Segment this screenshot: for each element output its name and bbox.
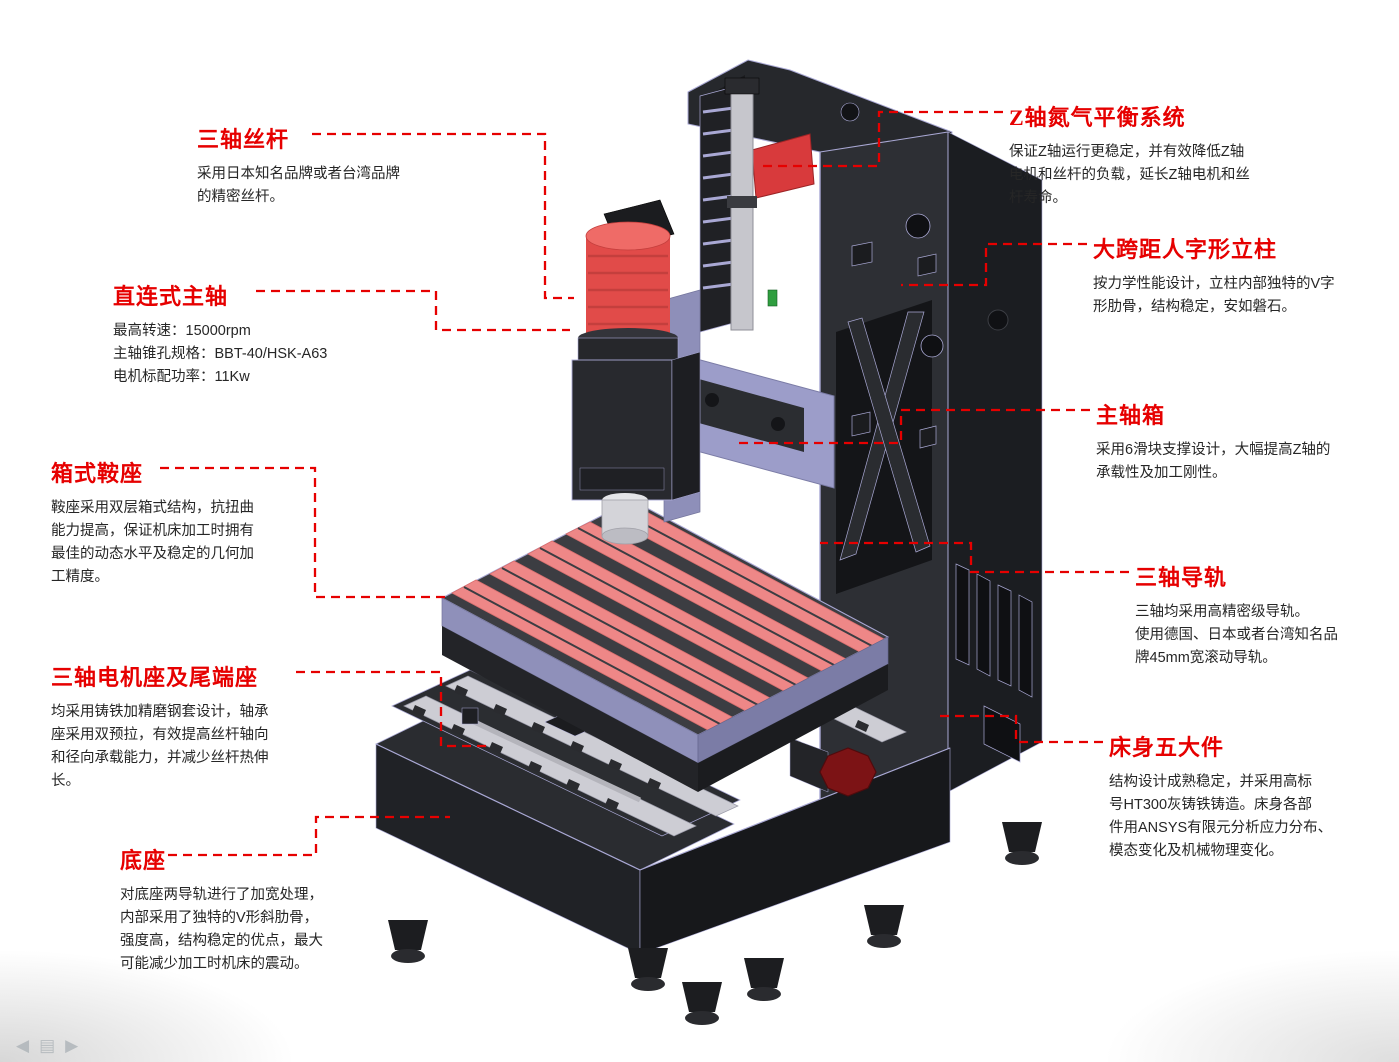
callout-body: 保证Z轴运行更稳定，并有效降低Z轴 电机和丝杆的负载，延长Z轴电机和丝 杆寿命。 — [1009, 144, 1250, 206]
machine-illustration — [375, 59, 1043, 1025]
callout-body: 鞍座采用双层箱式结构，抗扭曲 能力提高，保证机床加工时拥有 最佳的动态水平及稳定… — [51, 500, 254, 585]
leader-guideways — [820, 541, 1129, 574]
callout-gantry-column: 大跨距人字形立柱 按力学性能设计，立柱内部独特的V字 形肋骨，结构稳定，安如磐石… — [1093, 232, 1335, 319]
callout-spindle-box: 主轴箱 采用6滑块支撑设计，大幅提高Z轴的 承载性及加工刚性。 — [1096, 398, 1330, 485]
nav-prev-icon[interactable]: ◀ — [16, 1036, 30, 1055]
callout-title: 三轴导轨 — [1135, 565, 1228, 590]
leader-motor-seat — [296, 670, 486, 748]
callout-z-balance: Z轴氮气平衡系统 保证Z轴运行更稳定，并有效降低Z轴 电机和丝杆的负载，延长Z轴… — [1009, 100, 1250, 210]
corner-toolbar: ◀ ▤ ▶ — [16, 1036, 78, 1056]
callout-body: 按力学性能设计，立柱内部独特的V字 形肋骨，结构稳定，安如磐石。 — [1093, 276, 1335, 315]
spindle-nose — [601, 493, 649, 545]
callout-body: 最高转速：15000rpm 主轴锥孔规格：BBT-40/HSK-A63 电机标配… — [113, 323, 328, 385]
callout-bed-five-parts: 床身五大件 结构设计成熟稳定，并采用高标 号HT300灰铸铁铸造。床身各部 件用… — [1109, 730, 1332, 863]
callout-body: 均采用铸铁加精磨钢套设计，轴承 座采用双预拉，有效提高丝杆轴向 和径向承载能力，… — [51, 704, 269, 789]
callout-body: 采用6滑块支撑设计，大幅提高Z轴的 承载性及加工刚性。 — [1096, 442, 1331, 481]
spindle-head — [571, 199, 701, 545]
leader-direct-spindle — [256, 289, 570, 332]
callout-direct-spindle: 直连式主轴 最高转速：15000rpm 主轴锥孔规格：BBT-40/HSK-A6… — [113, 279, 327, 389]
callout-title: 三轴丝杆 — [197, 127, 290, 152]
callout-title: 三轴电机座及尾端座 — [51, 665, 259, 690]
callout-body: 三轴均采用高精密级导轨。 使用德国、日本或者台湾知名品 牌45mm宽滚动导轨。 — [1135, 604, 1338, 666]
leader-ballscrew — [312, 132, 574, 300]
leader-base — [168, 815, 450, 857]
machine-column-right-face — [947, 131, 1043, 793]
callout-title: 直连式主轴 — [113, 284, 229, 309]
z-axis-tower — [699, 77, 778, 333]
z-limit-sensor — [767, 289, 778, 307]
callout-body: 采用日本知名品牌或者台湾品牌 的精密丝杆。 — [197, 166, 400, 205]
leader-bed-five-parts — [934, 714, 1103, 744]
callout-body: 对底座两导轨进行了加宽处理， 内部采用了独特的V形斜肋骨， 强度高，结构稳定的优… — [120, 887, 323, 972]
callout-title: 箱式鞍座 — [51, 461, 144, 486]
saddle-band — [442, 626, 698, 792]
machine-feet — [388, 822, 1042, 1025]
callout-title: 床身五大件 — [1109, 735, 1225, 760]
nav-next-icon[interactable]: ▶ — [65, 1036, 79, 1055]
callout-title: 大跨距人字形立柱 — [1093, 237, 1278, 262]
x-axis-motor — [819, 747, 877, 797]
leader-spindle-box — [737, 408, 1090, 445]
callout-guideways: 三轴导轨 三轴均采用高精密级导轨。 使用德国、日本或者台湾知名品 牌45mm宽滚… — [1135, 560, 1338, 670]
motor-flange — [577, 337, 679, 363]
callout-base: 底座 对底座两导轨进行了加宽处理， 内部采用了独特的V形斜肋骨， 强度高，结构稳… — [120, 843, 323, 976]
z-balance-cylinder — [730, 89, 754, 331]
callout-box-saddle: 箱式鞍座 鞍座采用双层箱式结构，抗扭曲 能力提高，保证机床加工时拥有 最佳的动态… — [51, 456, 254, 589]
callout-ballscrew: 三轴丝杆 采用日本知名品牌或者台湾品牌 的精密丝杆。 — [197, 122, 400, 209]
callout-body: 结构设计成熟稳定，并采用高标 号HT300灰铸铁铸造。床身各部 件用ANSYS有… — [1109, 774, 1333, 859]
callout-title: Z轴氮气平衡系统 — [1009, 105, 1186, 130]
callout-title: 底座 — [120, 848, 167, 873]
leader-z-balance — [757, 110, 1003, 168]
pages-icon[interactable]: ▤ — [39, 1036, 56, 1055]
leader-box-saddle — [160, 466, 448, 599]
callout-title: 主轴箱 — [1096, 403, 1166, 428]
callout-motor-seat: 三轴电机座及尾端座 均采用铸铁加精磨钢套设计，轴承 座采用双预拉，有效提高丝杆轴… — [51, 660, 269, 793]
leader-gantry-column — [901, 242, 1087, 287]
leader-lines — [160, 110, 1129, 857]
machine-worktable — [440, 499, 890, 792]
spindle-motor — [585, 221, 671, 340]
